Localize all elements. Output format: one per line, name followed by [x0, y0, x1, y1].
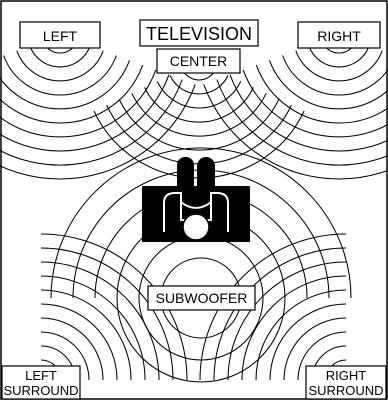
right-surround-label: RIGHT SURROUND [306, 366, 386, 399]
subwoofer-label: SUBWOOFER [148, 286, 255, 310]
left-surround-label: LEFT SURROUND [2, 366, 80, 399]
center-speaker-text: CENTER [170, 53, 228, 69]
left-surround-text-line2: SURROUND [3, 383, 78, 398]
television-text: TELEVISION [146, 24, 252, 44]
left-surround-text-line1: LEFT [25, 368, 57, 383]
left-speaker-text: LEFT [43, 28, 78, 44]
center-speaker-label: CENTER [157, 49, 240, 73]
right-speaker-label: RIGHT [298, 22, 380, 48]
right-surround-text-line2: SURROUND [308, 383, 383, 398]
right-speaker-text: RIGHT [317, 28, 361, 44]
television-label: TELEVISION [140, 20, 258, 46]
subwoofer-text: SUBWOOFER [156, 290, 248, 306]
left-speaker-label: LEFT [20, 22, 100, 48]
right-surround-text-line1: RIGHT [326, 368, 367, 383]
